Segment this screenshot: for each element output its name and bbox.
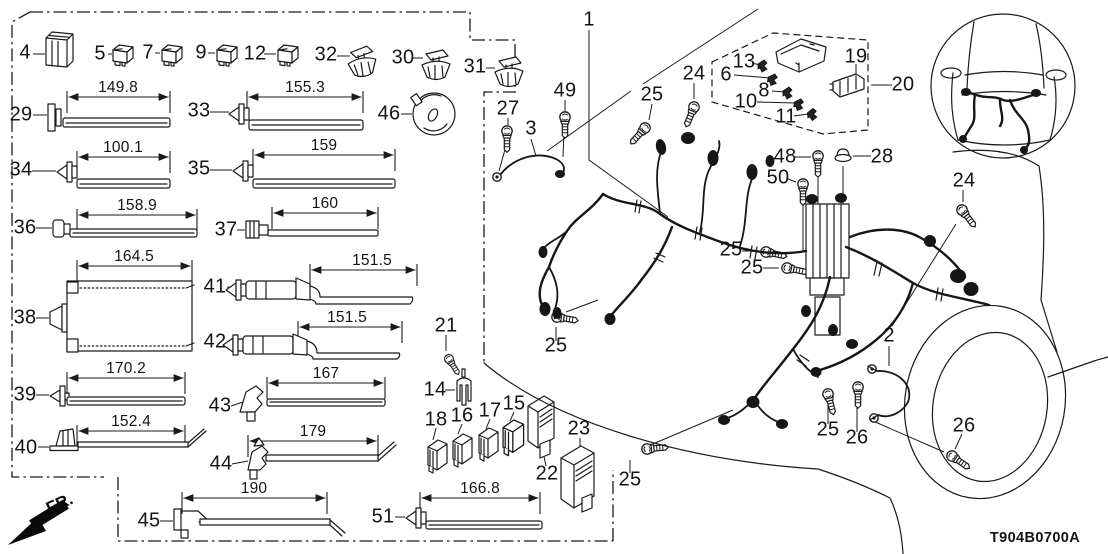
dimension-167: [266, 377, 386, 399]
dimension-158.9: [76, 209, 198, 231]
relay-parts: [427, 352, 595, 513]
top-row-parts: [45, 31, 524, 136]
section-borders: [11, 11, 869, 542]
dimension-159: [252, 149, 396, 171]
dimension-164.5: [76, 260, 193, 282]
dimension-179: [247, 435, 379, 457]
dimension-170.2: [66, 372, 186, 394]
fasteners: [501, 99, 980, 474]
dimension-151.5: [309, 264, 418, 286]
strap-parts: [47, 103, 543, 539]
main-harness: [492, 132, 991, 429]
fusebox-parts: [757, 38, 865, 122]
dimension-149.8: [66, 91, 171, 113]
fr-direction-arrow: [8, 499, 69, 545]
dimension-190: [181, 492, 328, 514]
dimension-166.8: [419, 492, 541, 514]
dimension-155.3: [246, 91, 364, 113]
dimension-100.1: [76, 151, 171, 173]
car-body-outline: [483, 149, 1108, 554]
dimension-160: [271, 207, 379, 229]
dimension-lines: [66, 91, 541, 514]
part-code: T904B0700A: [989, 530, 1081, 546]
dimension-151.5: [297, 321, 403, 343]
harness-location-inset: [930, 13, 1076, 159]
